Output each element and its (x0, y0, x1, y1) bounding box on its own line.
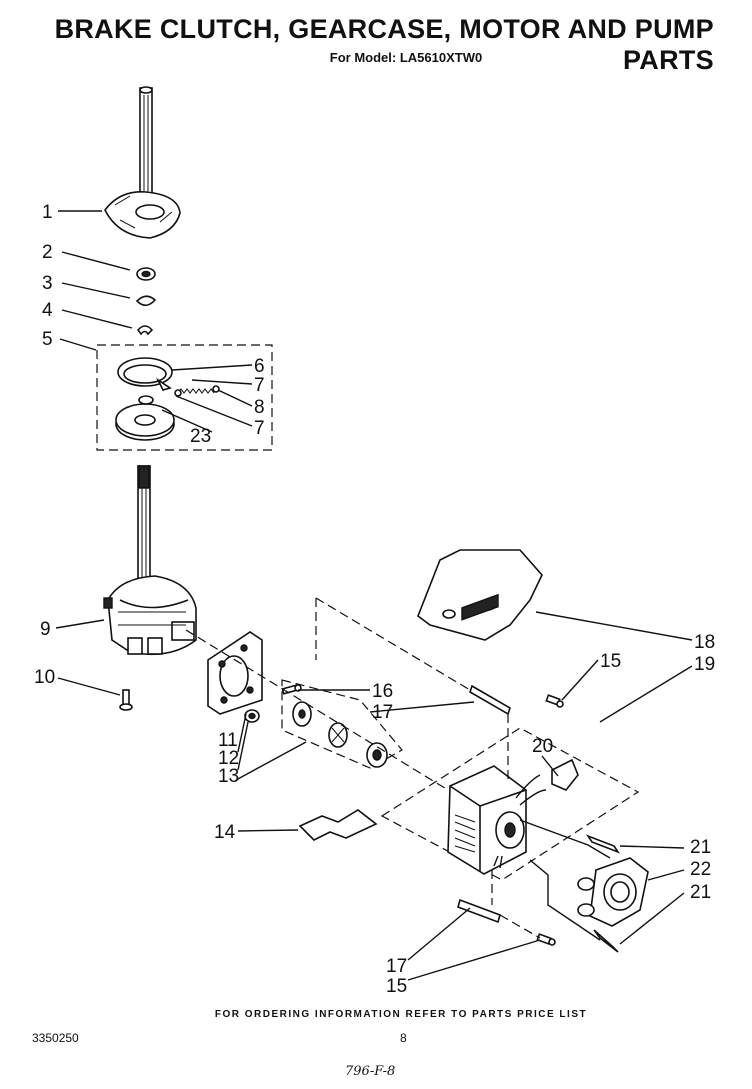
screw-part-15-upper (545, 694, 564, 708)
callout-labels: 1 2 3 4 5 6 7 8 7 23 9 10 11 12 13 14 16… (34, 202, 715, 997)
callout-3: 3 (42, 273, 53, 294)
document-number: 3350250 (32, 1031, 79, 1045)
callout-18: 18 (694, 632, 715, 653)
model-subtitle: For Model: LA5610XTW0 (329, 50, 483, 65)
agitator-shaft-top (139, 86, 153, 214)
page-number: 8 (400, 1031, 407, 1045)
clamp-part-21-lower (593, 929, 619, 953)
brake-assembly-kit-box-part-5 (96, 344, 273, 451)
screw-part-10 (119, 689, 133, 711)
gearcase-part-9 (103, 575, 197, 656)
callout-14: 14 (214, 822, 236, 843)
callout-15-upper: 15 (600, 651, 621, 672)
callout-15-lower: 15 (386, 976, 407, 997)
brake-spring-part-8 (174, 385, 220, 397)
callout-5: 5 (42, 329, 53, 350)
callout-21-upper: 21 (690, 837, 711, 858)
callout-19: 19 (694, 654, 715, 675)
callout-8: 8 (254, 397, 265, 418)
strap-part-17-lower (457, 898, 501, 924)
callout-6: 6 (254, 356, 265, 377)
retaining-ring-part-3 (135, 295, 157, 307)
callout-17-lower: 17 (386, 956, 407, 977)
clamp-part-21-upper (585, 834, 621, 854)
screw-part-15-lower (536, 933, 556, 946)
handwritten-reference: 796-F-8 (345, 1064, 396, 1079)
washer-part-2 (136, 267, 156, 281)
pump-part-22 (577, 857, 649, 927)
coupling-hub (292, 701, 312, 727)
mounting-plate (207, 631, 263, 715)
cap-part-11 (244, 709, 260, 723)
callout-7-lower: 7 (254, 418, 265, 439)
callout-20: 20 (532, 736, 553, 757)
callout-13: 13 (218, 766, 239, 787)
callout-21-lower: 21 (690, 882, 711, 903)
pump-bracket-upper (519, 819, 611, 859)
callout-17-upper: 17 (372, 702, 393, 723)
strap-guide-upper (315, 597, 471, 691)
coupling-hub-motor (366, 742, 388, 768)
callout-7-upper: 7 (254, 375, 265, 396)
callout-23: 23 (190, 426, 211, 447)
brake-band-part-6 (117, 357, 173, 391)
brake-clutch-cam-part-1 (104, 191, 181, 239)
gasket-part-14 (298, 809, 378, 841)
coupling-disc (328, 722, 348, 748)
ordering-note: FOR ORDERING INFORMATION REFER TO PARTS … (214, 1009, 588, 1020)
callout-4: 4 (42, 300, 53, 321)
callout-10: 10 (34, 667, 55, 688)
leader-lines (55, 210, 693, 981)
pump-bracket-lower (529, 859, 601, 941)
coupling-kit-box-part-13 (281, 679, 403, 769)
callout-1: 1 (42, 202, 53, 223)
drive-centerline (185, 629, 449, 791)
callout-11: 11 (218, 730, 238, 751)
switch-part-20 (551, 758, 579, 791)
e-ring-part-4 (136, 325, 154, 336)
page-title: BRAKE CLUTCH, GEARCASE, MOTOR AND PUMP P… (54, 14, 714, 75)
screw-guide-lower (499, 914, 541, 939)
callout-2: 2 (42, 242, 53, 263)
screw-part-16 (281, 684, 302, 695)
callout-12: 12 (218, 748, 239, 769)
callout-22: 22 (690, 859, 711, 880)
brake-drum-part-23 (115, 395, 175, 441)
callout-16: 16 (372, 681, 393, 702)
strap-part-17-upper (469, 684, 511, 716)
callout-9: 9 (40, 619, 51, 640)
motor-cover-part-18 (417, 549, 543, 641)
motor (447, 593, 547, 875)
